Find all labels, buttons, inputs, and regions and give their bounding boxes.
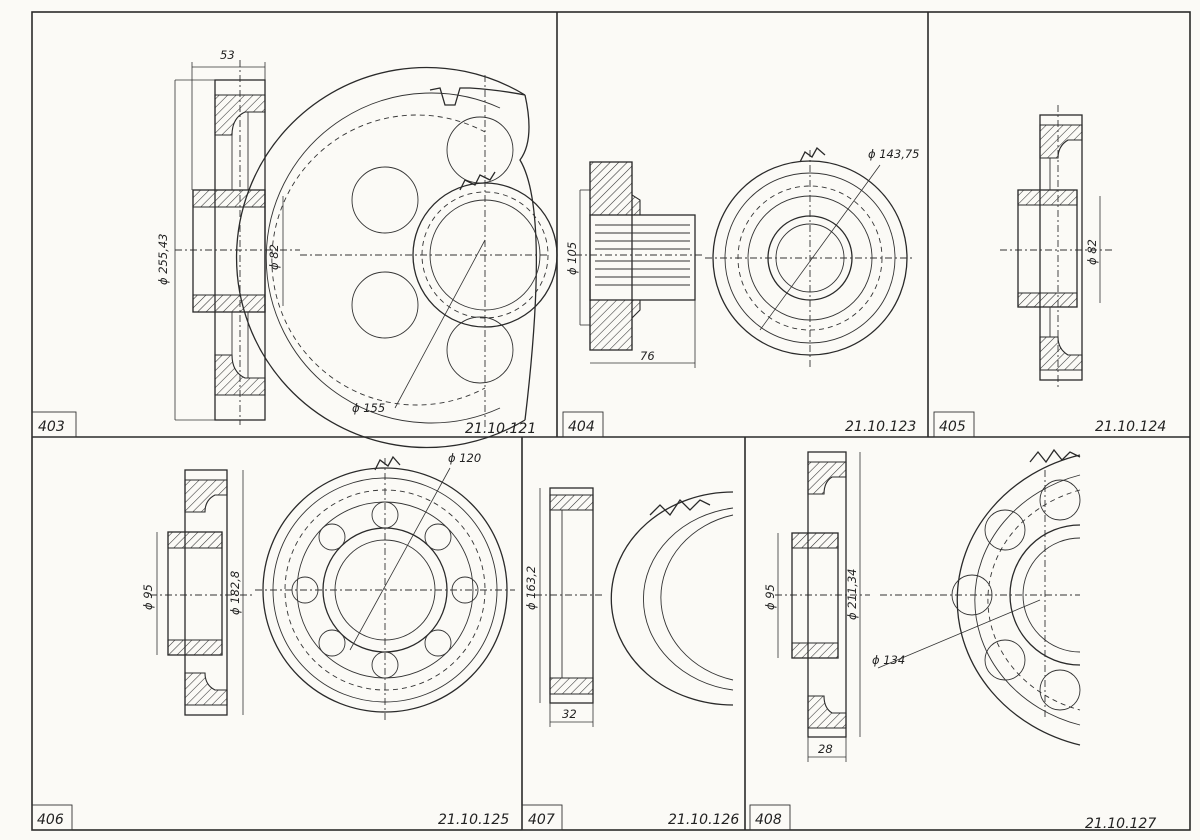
dim-outer-diameter-407: ϕ 163,2 — [524, 566, 538, 610]
sheet-frame — [31, 11, 1191, 831]
panel-number-407: 407 — [528, 812, 555, 828]
dim-circle-diameter-408: ϕ 134 — [872, 653, 905, 667]
gear-403-front-view — [235, 66, 558, 449]
part-code-405: 21.10.124 — [1095, 419, 1166, 435]
gear-408-section-view — [775, 451, 870, 762]
panel-number-box-405 — [933, 411, 975, 438]
panel-number-403: 403 — [38, 419, 65, 435]
panel-407: ϕ 163,2 32 407 21.10.126 — [521, 487, 739, 831]
panel-number-404: 404 — [568, 419, 595, 435]
dim-hub-diameter-406: ϕ 95 — [141, 584, 155, 610]
part-code-408: 21.10.127 — [1085, 816, 1156, 832]
dim-outer-diameter-406: ϕ 182,8 — [228, 571, 242, 615]
part-code-407: 21.10.126 — [668, 812, 739, 828]
panel-404: ϕ 105 76 ϕ 143,75 404 21.10.123 — [562, 146, 919, 438]
panel-number-box-403 — [31, 411, 77, 438]
part-code-406: 21.10.125 — [438, 812, 509, 828]
panel-408: ϕ 95 ϕ 211,34 28 ϕ 134 408 21.10.127 — [749, 448, 1156, 832]
dim-shaft-diameter-404: ϕ 105 — [565, 242, 579, 275]
panel-number-box-404 — [562, 411, 604, 438]
dim-circle-diameter-403: ϕ 155 — [352, 401, 385, 415]
dim-bore-diameter-405: ϕ 82 — [1085, 239, 1099, 265]
dim-width-408: 28 — [818, 742, 833, 756]
panel-406: ϕ 95 ϕ 182,8 ϕ 120 406 21.10.125 — [31, 451, 515, 831]
gear-407-front-view — [610, 491, 734, 706]
gear-407-section-view — [535, 487, 605, 727]
part-code-403: 21.10.121 — [465, 421, 536, 437]
dim-outer-diameter-408: ϕ 211,34 — [845, 569, 859, 620]
dim-bore-diameter-403: ϕ 82 — [267, 244, 281, 270]
part-code-404: 21.10.123 — [845, 419, 916, 435]
gear-406-section-view — [150, 469, 255, 716]
panel-number-408: 408 — [755, 812, 782, 828]
dim-length-404: 76 — [640, 349, 655, 363]
panel-number-406: 406 — [37, 812, 64, 828]
panel-number-405: 405 — [939, 419, 966, 435]
gear-404-front-view — [705, 146, 915, 370]
gear-408-front-view — [877, 448, 1081, 746]
panel-number-box-407 — [521, 804, 563, 831]
gear-405-section-view — [1000, 105, 1115, 390]
dim-width-403: 53 — [220, 48, 235, 62]
panel-number-box-408 — [749, 804, 791, 831]
dim-outer-diameter-403: ϕ 255,43 — [156, 234, 170, 285]
panel-405: ϕ 82 405 21.10.124 — [933, 105, 1166, 438]
gear-404-section-view — [575, 161, 705, 368]
panel-403: 53 ϕ 255,43 ϕ 82 ϕ 155 403 21.10.121 — [31, 48, 558, 449]
dim-circle-diameter-406: ϕ 120 — [448, 451, 481, 465]
dim-width-407: 32 — [562, 707, 577, 721]
gear-406-front-view — [255, 455, 515, 720]
dim-gear-diameter-404: ϕ 143,75 — [868, 147, 919, 161]
panel-number-box-406 — [31, 804, 73, 831]
dim-hub-diameter-408: ϕ 95 — [763, 584, 777, 610]
